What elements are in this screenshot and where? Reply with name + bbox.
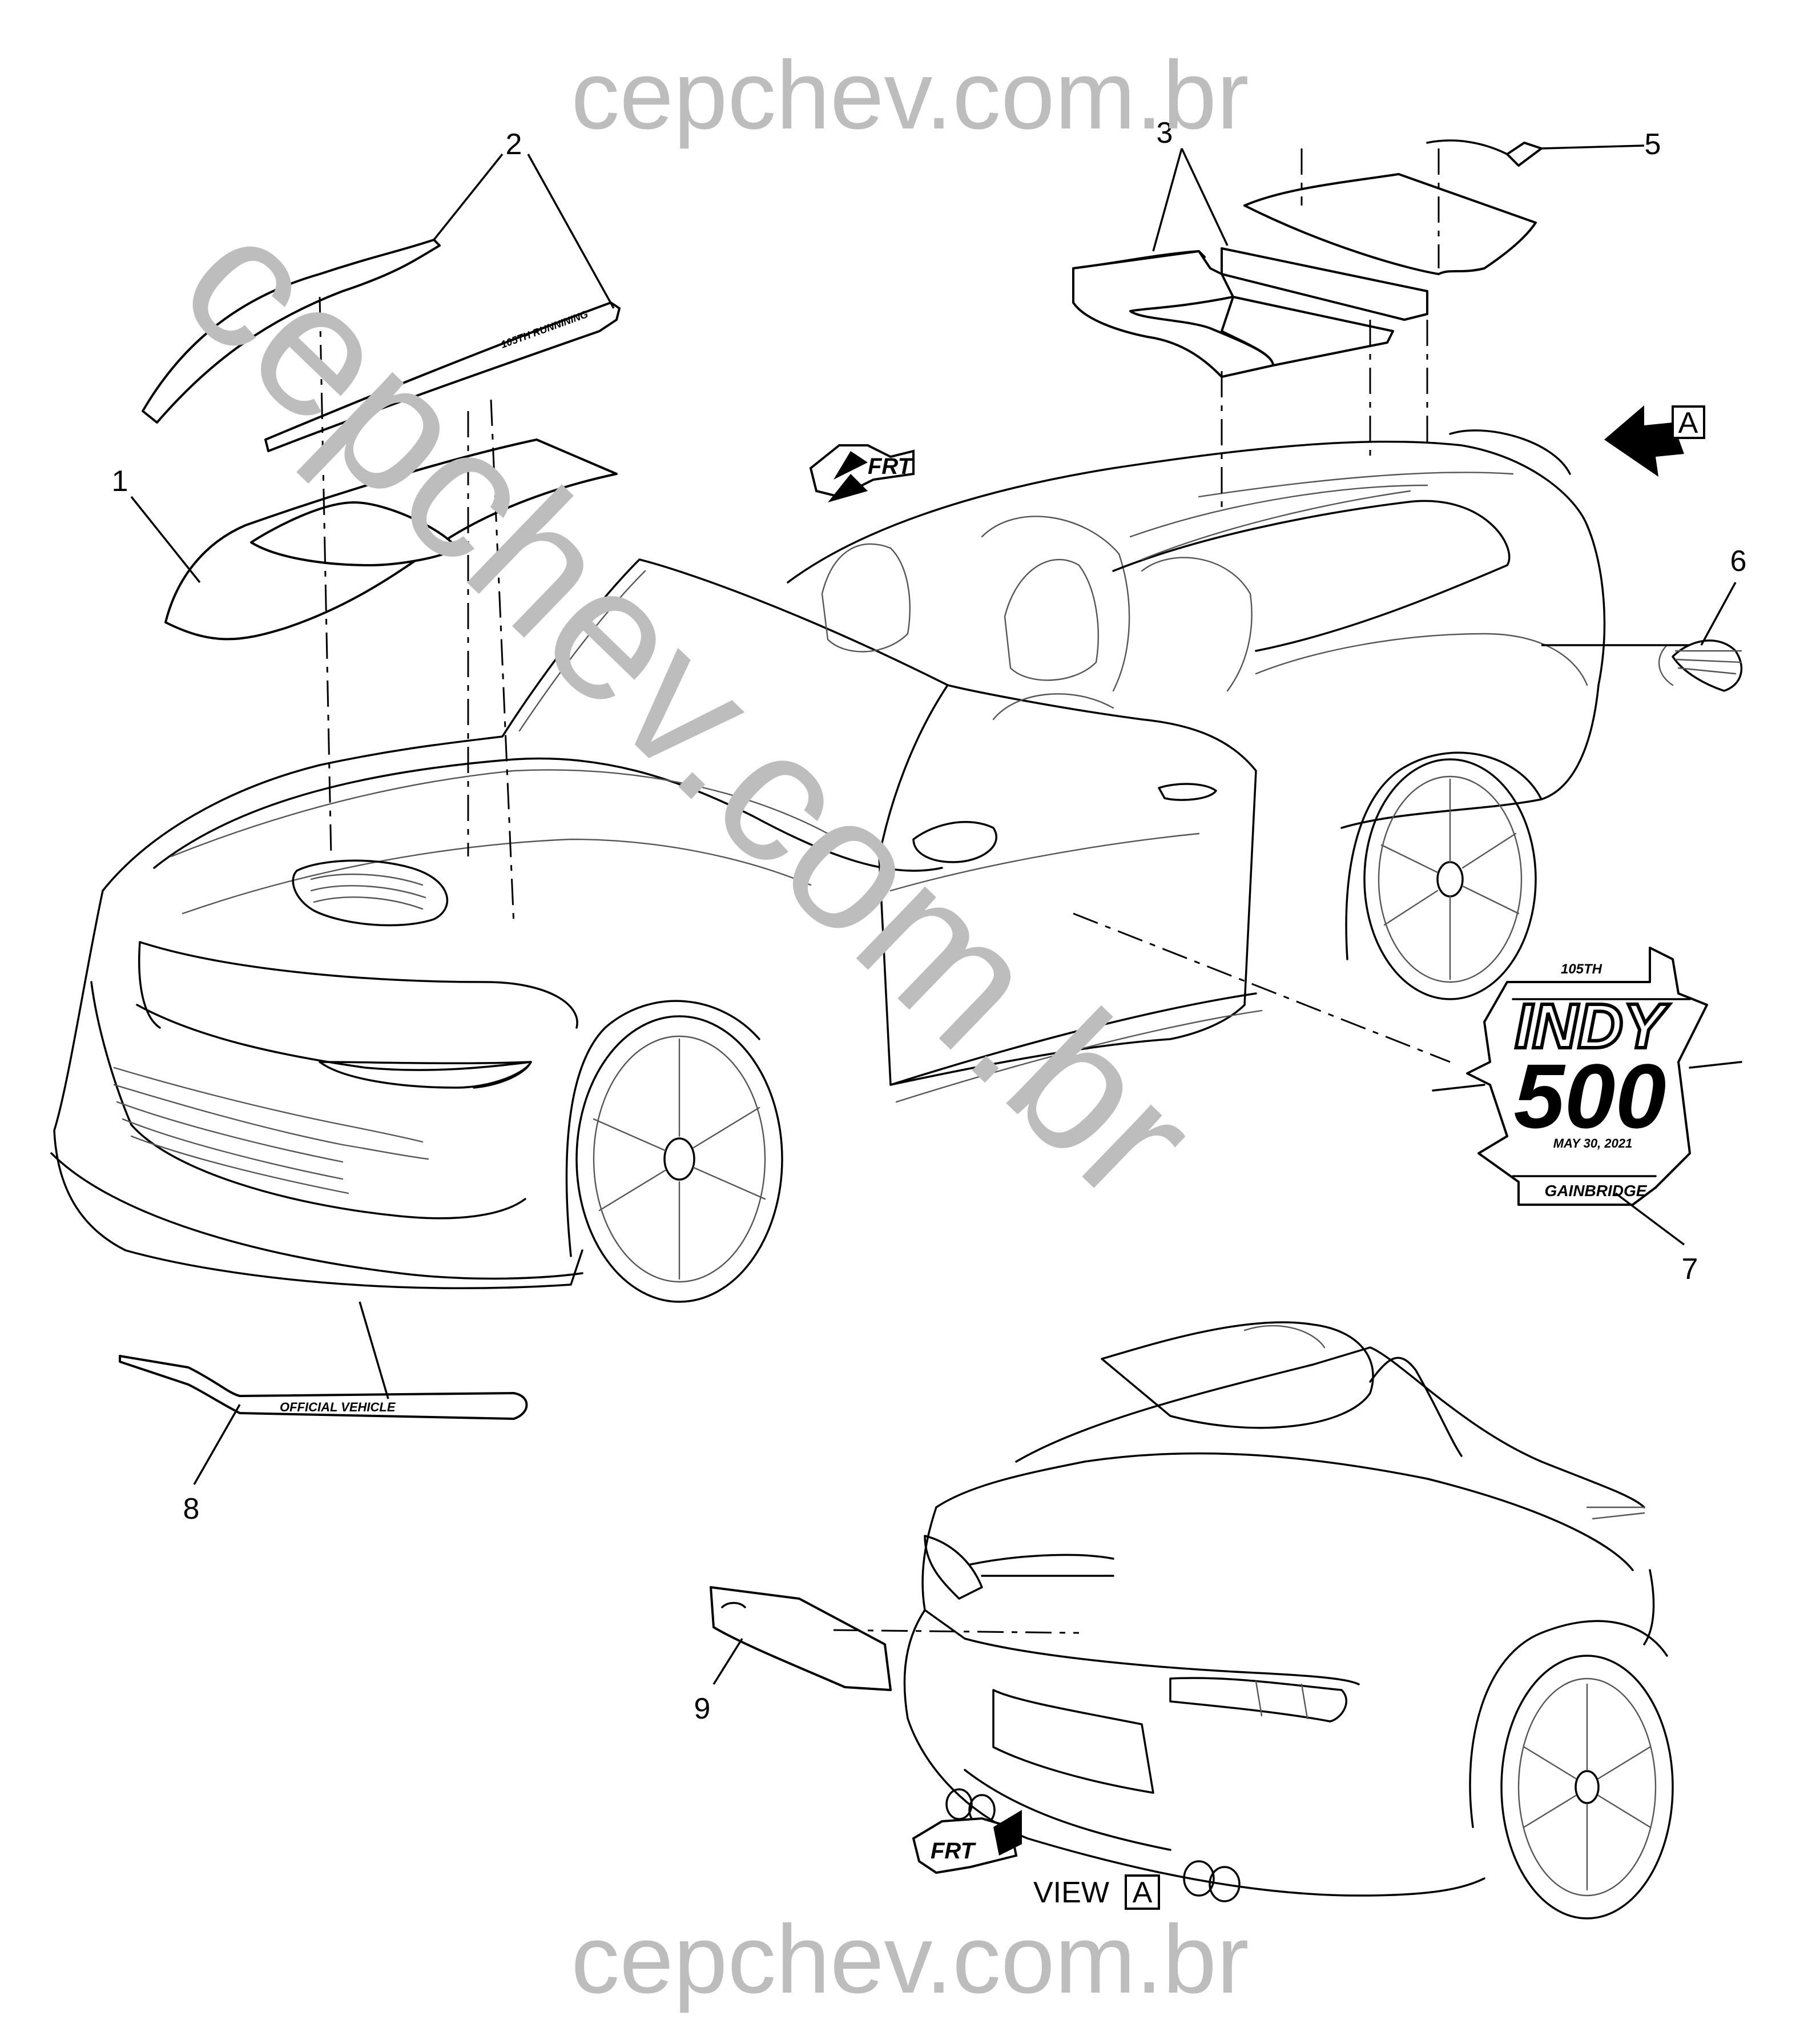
frt-label-bottom: FRT bbox=[931, 1838, 977, 1864]
arrow-icon bbox=[1604, 405, 1684, 477]
watermark-top: cepchev.com.br bbox=[571, 41, 1249, 150]
frt-label-top: FRT bbox=[868, 454, 914, 479]
view-a-label: VIEW A bbox=[1033, 1874, 1160, 1910]
watermark-bottom: cepchev.com.br bbox=[571, 1905, 1249, 2014]
part-9-rear-decal bbox=[710, 1586, 892, 1691]
indy-date-text: MAY 30, 2021 bbox=[1553, 1136, 1633, 1150]
callout-5: 5 bbox=[1645, 128, 1661, 161]
frt-arrow-bottom: FRT bbox=[912, 1810, 1022, 1874]
view-label-text: VIEW bbox=[1033, 1876, 1109, 1909]
part-8-splitter-decal: OFFICIAL VEHICLE bbox=[119, 1355, 528, 1420]
wing-wheel-emblem-icon bbox=[1658, 639, 1742, 692]
callout-8: 8 bbox=[183, 1492, 200, 1526]
part-5-rear-deck-panel bbox=[1243, 139, 1645, 275]
callout-3: 3 bbox=[1157, 116, 1173, 150]
callout-leaders bbox=[130, 148, 1737, 1685]
car-front-view bbox=[50, 429, 1606, 1303]
callout-1: 1 bbox=[112, 465, 128, 498]
frt-arrow-top: FRT bbox=[809, 444, 915, 502]
callout-2: 2 bbox=[506, 128, 522, 161]
indy-line2-text: 500 bbox=[1514, 1045, 1666, 1147]
callout-7: 7 bbox=[1682, 1253, 1698, 1286]
indy-line1-text: INDY bbox=[1515, 991, 1670, 1061]
watermark-diagonal: cepchev.com.br bbox=[143, 174, 1237, 1241]
view-a-marker: A bbox=[1604, 405, 1705, 477]
indy-500-logo: 105TH INDY 500 MAY 30, 2021 GAINBRIDGE bbox=[1432, 947, 1742, 1206]
alignment-lines bbox=[319, 148, 1451, 1634]
callout-9: 9 bbox=[694, 1692, 711, 1725]
indy-sponsor-text: GAINBRIDGE bbox=[1545, 1182, 1648, 1200]
callout-6: 6 bbox=[1730, 545, 1747, 578]
splitter-8-text: OFFICIAL VEHICLE bbox=[280, 1400, 396, 1414]
part-1-hood-decal bbox=[164, 438, 618, 641]
indy-edition-text: 105TH bbox=[1561, 961, 1602, 977]
view-label-ref: A bbox=[1133, 1876, 1153, 1909]
car-rear-view bbox=[903, 1321, 1674, 1920]
part-3-rear-deck-decals bbox=[1072, 247, 1428, 378]
view-ref-letter: A bbox=[1678, 407, 1698, 440]
callout-numbers: 1 2 3 5 6 7 8 9 bbox=[112, 116, 1747, 1725]
